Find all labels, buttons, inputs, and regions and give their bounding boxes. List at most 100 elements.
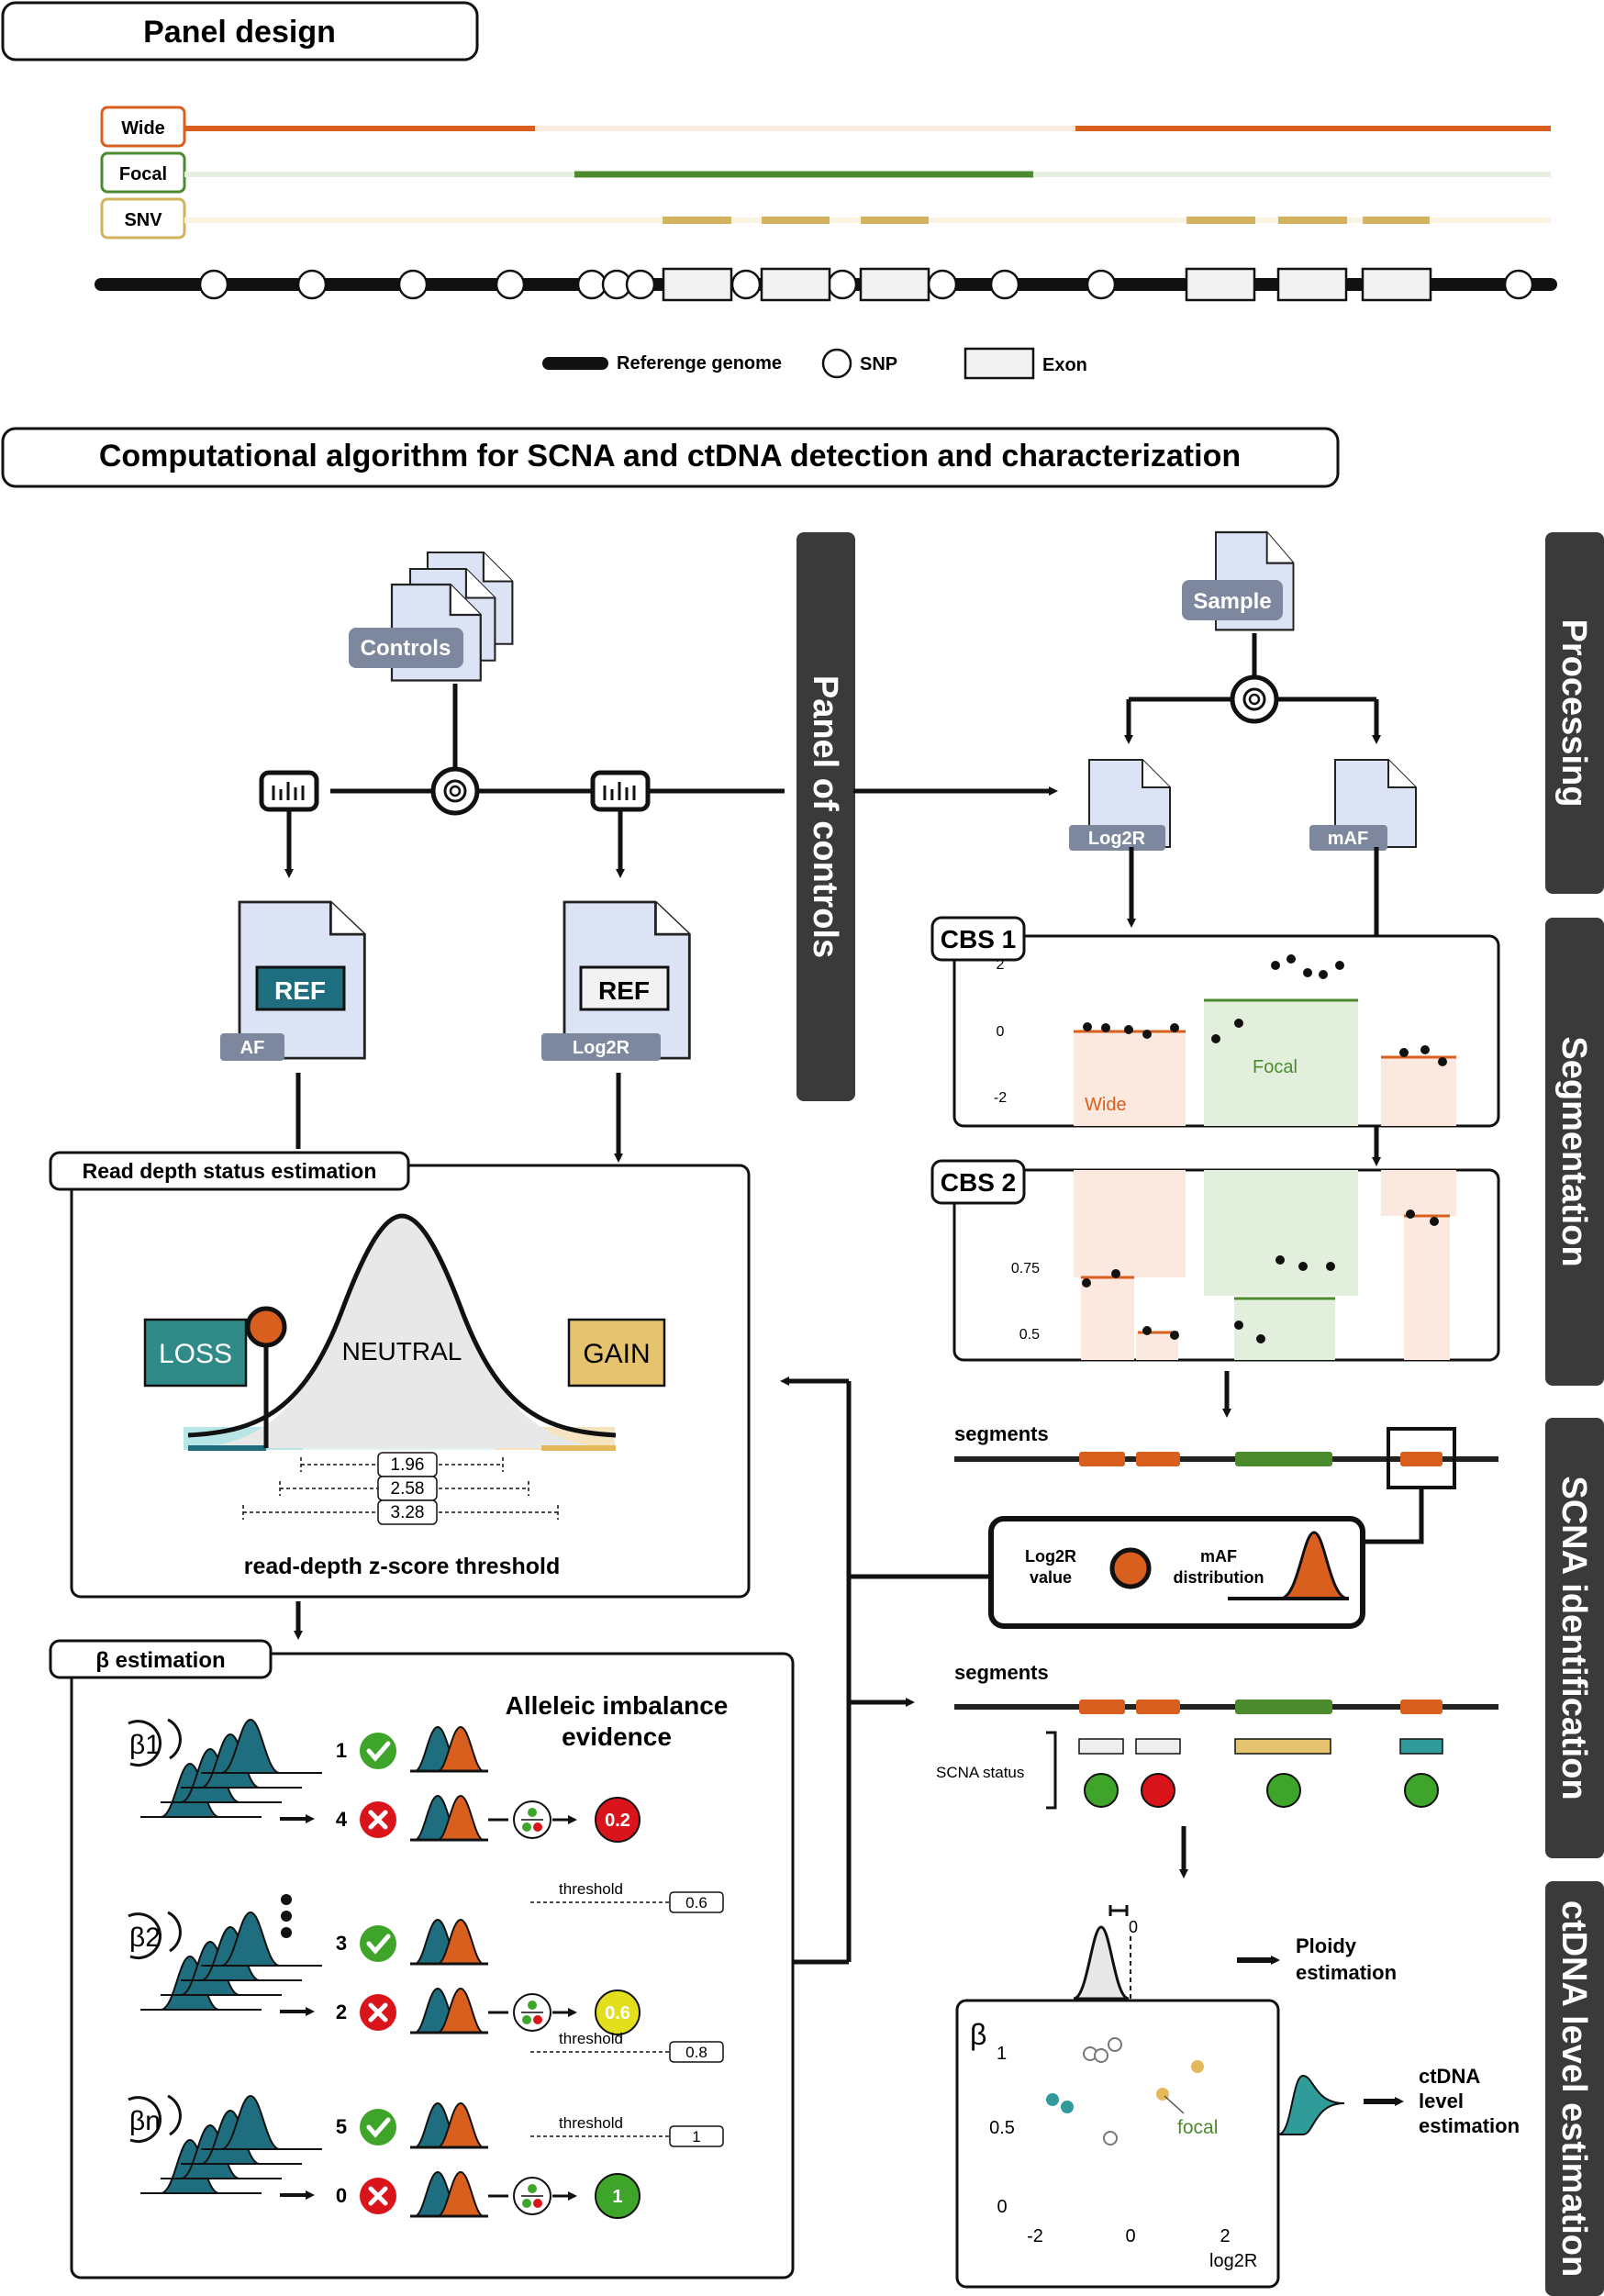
ref-af-badge: [255, 965, 346, 1011]
fail-count: 0: [336, 2184, 347, 2207]
score-circle: [595, 1989, 640, 2035]
reference-genome-line: [95, 267, 1557, 302]
stage-segmentation-label: Segmentation: [1554, 1036, 1593, 1266]
cbs1-point: [1170, 1023, 1179, 1032]
segments-label-1: segments: [954, 1422, 1049, 1445]
maf-file-label: mAF: [1328, 829, 1368, 849]
panel-design-section: Panel design Wide Focal SNV: [1, 1, 1557, 380]
ctdna-label-c: estimation: [1419, 2114, 1520, 2137]
gain-label: GAIN: [583, 1339, 650, 1369]
ctdna-focal-label: focal: [1177, 2117, 1218, 2138]
cbs2-point: [1326, 1262, 1335, 1271]
check-icon: [360, 1925, 396, 1962]
ctdna-ytick-1: 1: [997, 2044, 1007, 2064]
beta-distribution: [200, 2109, 261, 2165]
panel-of-controls-bar: [796, 532, 855, 1101]
beta-distribution: [220, 1911, 281, 1967]
cbs1-points: [1083, 954, 1447, 1066]
scna-evidence-box: Log2R value mAF distribution: [988, 1516, 1365, 1629]
read-depth-title: Read depth status estimation: [83, 1159, 377, 1183]
cbs1-panel: 2 0 -2 Wide Focal CBS 1: [930, 916, 1500, 1128]
threshold-258: 2.58: [391, 1479, 425, 1499]
ploidy-label-a: Ploidy: [1296, 1934, 1357, 1957]
threshold-label: threshold: [559, 1880, 623, 1898]
stage-scna-label: SCNA identification: [1554, 1476, 1593, 1800]
ctdna-y-symbol: β: [970, 2018, 986, 2051]
left-meter-icon: [262, 773, 317, 809]
ctdna-scatter: β 1 0.5 0 -2 0 2 log2R focal ctDNA level…: [955, 1999, 1520, 2289]
cbs2-point: [1298, 1262, 1308, 1271]
cbs2-point: [1111, 1269, 1120, 1278]
ratio-icon: [513, 1800, 551, 1839]
loss-box: [143, 1318, 248, 1388]
gain-box: [567, 1318, 666, 1388]
cbs1-point: [1420, 1045, 1430, 1054]
neutral-label: NEUTRAL: [342, 1337, 462, 1365]
ploidy-label-b: estimation: [1296, 1961, 1397, 1984]
pass-count: 1: [336, 1739, 347, 1762]
track-label-focal: Focal: [119, 164, 167, 184]
cbs1-point: [1438, 1057, 1447, 1066]
cbs1-point: [1399, 1048, 1409, 1057]
snp-legend-icon: [821, 348, 852, 379]
zscore-distribution-curve: [187, 1213, 617, 1438]
ratio-icon: [513, 2177, 551, 2215]
ref-log2r-tag-label: Log2R: [573, 1038, 630, 1058]
controls-gear-icon: [433, 769, 477, 813]
ctdna-ytick-0: 0: [997, 2197, 1007, 2217]
loss-label: LOSS: [159, 1339, 232, 1369]
stage-processing-label: Processing: [1554, 619, 1593, 808]
threshold-value: 1: [692, 2128, 700, 2146]
ctdna-label-b: level: [1419, 2090, 1464, 2112]
ctdna-xtick-0: 0: [1125, 2226, 1135, 2246]
sample-file: Sample: [1182, 530, 1295, 631]
track-label-snv: SNV: [124, 210, 162, 230]
panel-of-controls-label: Panel of controls: [806, 675, 844, 958]
threshold-label: threshold: [559, 2114, 623, 2132]
cbs2-point: [1234, 1321, 1243, 1330]
beta-distribution: [180, 2123, 240, 2179]
cbs1-point: [1142, 1030, 1152, 1039]
cbs1-point: [1271, 961, 1280, 970]
ref-af-tag: [220, 1033, 284, 1061]
log2r-value-icon: [1109, 1547, 1152, 1589]
ctdna-xtick-2: 2: [1220, 2226, 1230, 2246]
panel-legend: Referenge genome SNP Exon: [542, 347, 1087, 380]
maf-file: mAF: [1309, 759, 1417, 851]
cycle-icon: [128, 1720, 162, 1767]
maf-distribution-icon: [1279, 1531, 1349, 1600]
beta-distribution: [220, 1718, 281, 1774]
controls-label: Controls: [361, 636, 451, 661]
threshold-196: 1.96: [391, 1455, 425, 1475]
beta-distribution: [200, 1925, 261, 1981]
cbs1-ytick-0: 0: [997, 1024, 1005, 1040]
cycle-icon: [128, 2096, 162, 2144]
evidence-title-a: Alleleic imbalance: [506, 1691, 729, 1720]
algorithm-title-box: [1, 427, 1340, 488]
beta-distribution: [160, 1762, 220, 1818]
fail-count: 2: [336, 2001, 347, 2023]
pass-count: 5: [336, 2115, 347, 2138]
segments-label-2: segments: [954, 1661, 1049, 1684]
cbs1-ytick-2: 2: [997, 957, 1005, 973]
score-circle: [595, 2173, 640, 2219]
beta-group-label: βn: [129, 2106, 161, 2136]
score-circle: [595, 1797, 640, 1843]
ploidy-zero-tick: 0: [1129, 1918, 1138, 1936]
cross-icon: [360, 2178, 396, 2214]
ellipsis-dots: [281, 1894, 292, 1938]
log2r-file-label: Log2R: [1088, 829, 1146, 849]
stage-bars: Processing Segmentation SCNA identificat…: [1545, 532, 1604, 2296]
ref-log2r-file: REF Log2R: [541, 900, 691, 1061]
ref-af-file: REF AF: [220, 900, 366, 1061]
cbs2-point: [1430, 1217, 1439, 1226]
sample-label: Sample: [1193, 589, 1271, 614]
ctdna-ytick-05: 0.5: [989, 2118, 1015, 2138]
right-meter-icon: [593, 773, 648, 809]
ctdna-xlabel: log2R: [1209, 2251, 1257, 2271]
track-label-wide: Wide: [121, 118, 165, 139]
exon-legend-icon: [964, 347, 1035, 380]
